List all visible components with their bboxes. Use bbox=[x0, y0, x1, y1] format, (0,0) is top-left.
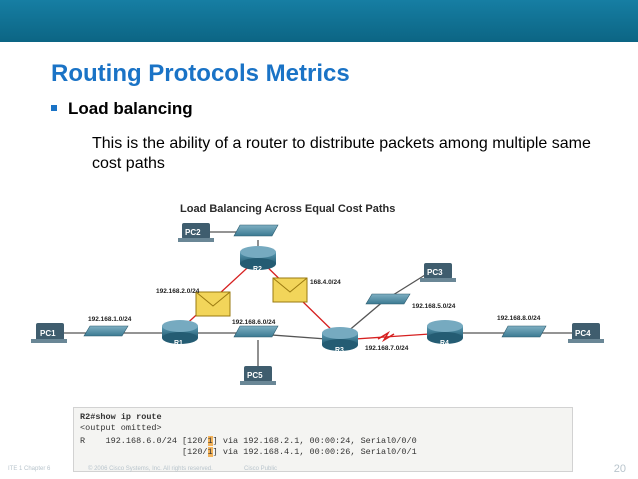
cli-omitted: <output omitted> bbox=[80, 423, 162, 433]
r2-label: R2 bbox=[253, 266, 262, 273]
r1-router-icon: R1 bbox=[162, 320, 198, 347]
bullet-heading: Load balancing bbox=[68, 99, 193, 118]
pc4-icon: PC4 bbox=[568, 323, 604, 343]
cli-output-box: R2#show ip route <output omitted> R 192.… bbox=[73, 407, 573, 472]
net-label-2: 192.168.2.0/24 bbox=[156, 288, 200, 295]
links bbox=[60, 231, 580, 368]
footer-copyright: © 2006 Cisco Systems, Inc. All rights re… bbox=[88, 466, 213, 472]
footer-course: ITE 1 Chapter 6 bbox=[8, 466, 51, 472]
diagram-title: Load Balancing Across Equal Cost Paths bbox=[180, 203, 395, 215]
cli-route-2-post: ] via 192.168.4.1, 00:00:26, Serial0/0/1 bbox=[212, 447, 417, 457]
net-label-7: 192.168.7.0/24 bbox=[365, 345, 409, 352]
cli-route-1-metric: 1 bbox=[207, 436, 213, 446]
pc1-label: PC1 bbox=[40, 329, 56, 338]
cli-route-2: [120/1] via 192.168.4.1, 00:00:26, Seria… bbox=[80, 447, 417, 457]
net-label-6: 192.168.6.0/24 bbox=[232, 319, 276, 326]
serial-bolt bbox=[377, 330, 395, 343]
r4-label: R4 bbox=[440, 340, 449, 347]
net-label-1: 192.168.1.0/24 bbox=[88, 316, 132, 323]
cli-route-1-post: ] via 192.168.2.1, 00:00:24, Serial0/0/0 bbox=[212, 436, 417, 446]
slide-title: Routing Protocols Metrics bbox=[51, 60, 350, 87]
cli-route-2-pre: [120/ bbox=[80, 447, 208, 457]
cli-command: show ip route bbox=[95, 412, 162, 422]
r1-label: R1 bbox=[174, 340, 183, 347]
r3-router-icon: R3 bbox=[322, 327, 358, 354]
pc1-icon: PC1 bbox=[31, 323, 67, 343]
switches bbox=[83, 224, 547, 338]
r4-router-icon: R4 bbox=[427, 320, 463, 347]
envelope-icon-left bbox=[195, 291, 231, 317]
net-label-5: 192.168.5.0/24 bbox=[412, 303, 456, 310]
header-bar bbox=[0, 0, 638, 42]
bullet-marker bbox=[51, 105, 57, 111]
footer-classification: Cisco Public bbox=[244, 466, 278, 472]
cli-prompt: R2# bbox=[80, 412, 96, 422]
envelope-icon-right bbox=[272, 277, 308, 303]
pc3-label: PC3 bbox=[427, 268, 443, 277]
cli-route-1: R 192.168.6.0/24 [120/1] via 192.168.2.1… bbox=[80, 436, 417, 446]
pc2-label: PC2 bbox=[185, 228, 201, 237]
r2-router-icon: R2 bbox=[240, 246, 276, 273]
pc5-icon: PC5 bbox=[240, 366, 276, 385]
cli-route-1-pre: R 192.168.6.0/24 [120/ bbox=[80, 436, 208, 446]
pc5-label: PC5 bbox=[247, 371, 263, 380]
page-number: 20 bbox=[613, 463, 626, 475]
cli-command-line: R2#show ip route bbox=[80, 412, 162, 422]
net-label-8: 192.168.8.0/24 bbox=[497, 315, 541, 322]
r3-label: R3 bbox=[335, 347, 344, 354]
pc2-icon: PC2 bbox=[178, 223, 214, 242]
body-paragraph: This is the ability of a router to distr… bbox=[92, 135, 591, 172]
pc3-icon: PC3 bbox=[420, 263, 456, 282]
cli-route-2-metric: 1 bbox=[207, 447, 213, 457]
net-label-4: 168.4.0/24 bbox=[310, 279, 341, 286]
pc4-label: PC4 bbox=[575, 329, 591, 338]
